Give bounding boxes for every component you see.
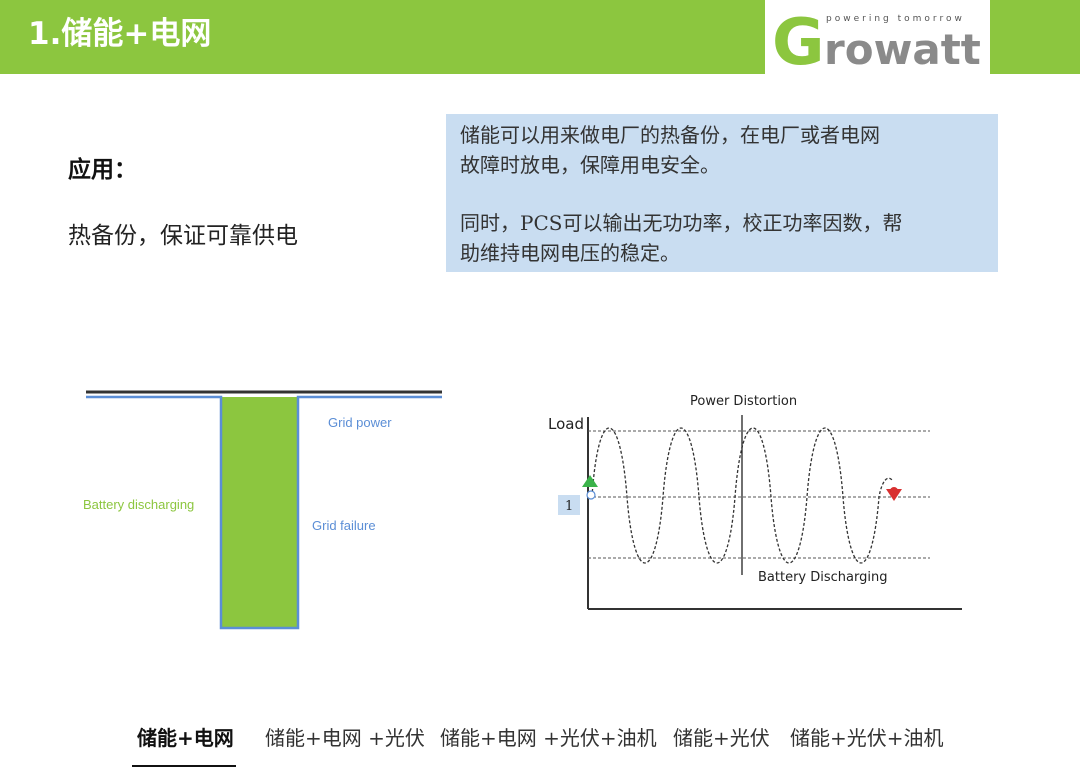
grid-failure-diagram: Grid power Battery discharging Grid fail… [80, 385, 450, 639]
info-text-line: 同时，PCS可以输出无功功率，校正功率因数，帮 [460, 211, 903, 235]
grid-failure-label: Grid failure [312, 518, 376, 533]
logo-tagline: powering tomorrow [826, 14, 965, 24]
power-distortion-diagram: Power Distortion Load 1 Battery Discharg… [540, 385, 980, 629]
application-description: 热备份，保证可靠供电 [68, 223, 298, 249]
battery-discharging-label: Battery discharging [83, 497, 194, 512]
page-title: 1.储能+电网 [28, 16, 212, 52]
tab-grid-pv[interactable]: 储能+电网 +光伏 [265, 726, 425, 750]
start-point-icon [586, 490, 596, 500]
active-tab-underline [132, 765, 236, 767]
logo-letter: G [772, 6, 825, 74]
battery-discharging-label: Battery Discharging [758, 570, 887, 585]
tab-grid-pv-diesel[interactable]: 储能+电网 +光伏+油机 [440, 726, 657, 750]
red-marker-dot-icon [890, 487, 898, 495]
marker-box [558, 495, 580, 515]
tab-grid[interactable]: 储能+电网 [137, 726, 234, 750]
application-label: 应用： [68, 157, 137, 183]
growatt-logo: G powering tomorrow rowatt [768, 0, 990, 74]
tab-pv[interactable]: 储能+光伏 [673, 726, 770, 750]
load-axis-label: Load [548, 415, 584, 433]
info-text-line: 故障时放电，保障用电安全。 [460, 153, 720, 177]
grid-power-line [86, 395, 442, 630]
info-text-line: 储能可以用来做电厂的热备份，在电厂或者电网 [460, 123, 880, 147]
grid-power-label: Grid power [328, 415, 392, 430]
header-bar-right [990, 0, 1080, 74]
info-box: 储能可以用来做电厂的热备份，在电厂或者电网 故障时放电，保障用电安全。 同时，P… [446, 114, 998, 272]
header-bar: 1.储能+电网 [0, 0, 765, 74]
green-arrow-icon [582, 475, 598, 487]
bottom-tabs: 储能+电网 储能+电网 +光伏 储能+电网 +光伏+油机 储能+光伏 储能+光伏… [0, 722, 1080, 772]
logo-text: rowatt [824, 25, 981, 74]
diagram-title: Power Distortion [690, 394, 797, 409]
marker-label: 1 [565, 499, 573, 514]
tab-pv-diesel[interactable]: 储能+光伏+油机 [790, 726, 944, 750]
info-text-line: 助维持电网电压的稳定。 [460, 241, 680, 265]
sine-wave [591, 427, 893, 564]
battery-discharge-area [221, 397, 298, 628]
